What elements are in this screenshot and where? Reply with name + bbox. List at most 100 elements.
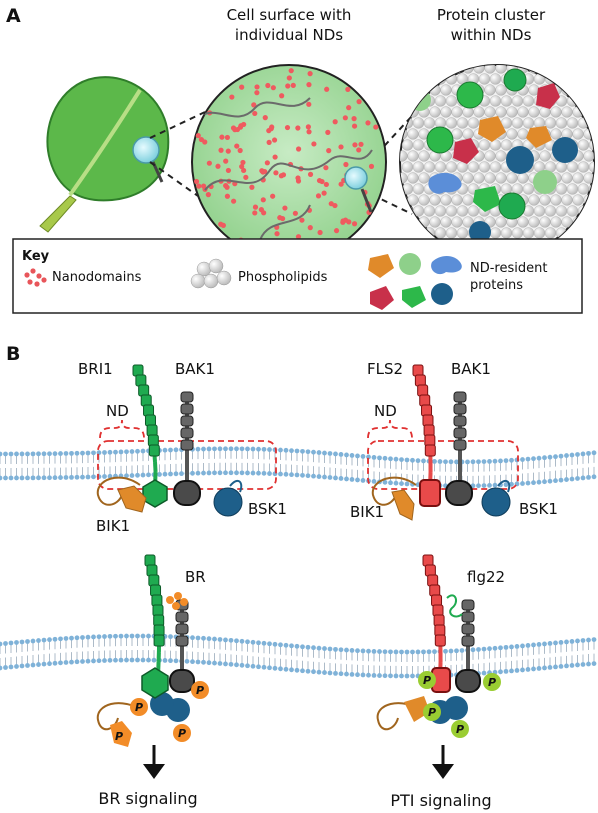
phospholipid-ball [478, 139, 491, 151]
nanodomain-dot [260, 169, 266, 175]
lipid-head [432, 459, 437, 464]
lrr-segment [152, 604, 164, 617]
lrr-segment [143, 404, 155, 417]
lipid-head [371, 454, 377, 460]
phospholipid-ball [440, 216, 452, 228]
lrr-segment [146, 424, 158, 437]
lipid-head [85, 658, 91, 664]
lipid-head [338, 476, 344, 481]
phospholipid-ball [583, 106, 594, 118]
lipid-head [58, 636, 63, 642]
lipid-head [333, 646, 338, 652]
nanodomain-dot [351, 116, 357, 122]
lipid-head [542, 455, 547, 461]
nanodomain-dot [340, 218, 346, 224]
lipid-head [316, 474, 322, 479]
nanodomain-dot [299, 217, 305, 223]
lipid-head [63, 660, 69, 665]
nd-label-right: ND [374, 402, 397, 420]
phospholipid-ball [566, 73, 579, 85]
lipid-head [201, 446, 206, 452]
phospholipid-ball [434, 227, 447, 239]
lipid-head [245, 446, 250, 452]
lipid-head [591, 661, 597, 667]
phospholipid-ball [401, 161, 414, 173]
phospholipid-ball [561, 172, 573, 184]
lipid-head [58, 475, 63, 480]
phospholipid-ball [555, 161, 568, 173]
phospholipid-ball [588, 95, 594, 107]
phospho-p-7: P [428, 706, 436, 719]
lipid-head [113, 449, 118, 455]
phospho-sites-br: P P P P [110, 681, 209, 747]
fls2-label: FLS2 [367, 360, 403, 378]
nanodomain-key-icon [24, 268, 47, 287]
lipid-head [8, 475, 14, 481]
phospholipid-ball [434, 95, 447, 107]
nanodomain-dot [266, 139, 272, 145]
lipid-head [25, 451, 30, 457]
phospholipid-ball [550, 106, 562, 118]
lrr-segment [422, 414, 434, 427]
lipid-head [206, 470, 212, 476]
lipid-head [305, 473, 311, 479]
lipid-head [476, 459, 481, 465]
lipid-head [531, 480, 536, 486]
lipid-head [525, 456, 531, 462]
lipid-head [47, 661, 52, 667]
lipid-head [542, 641, 547, 647]
lipid-head [212, 660, 217, 666]
phospholipid-ball [555, 227, 568, 239]
nanodomain-dot [249, 184, 255, 190]
lipid-head [69, 635, 74, 641]
nanodomain-dot [270, 193, 276, 199]
lipid-head [311, 645, 316, 651]
phospholipid-ball [533, 73, 546, 85]
lipid-head [239, 446, 245, 452]
lipid-head [586, 637, 591, 643]
lipid-head [492, 458, 498, 464]
lipid-head [410, 457, 415, 463]
nanodomain-dot [220, 222, 226, 228]
lipid-head [124, 473, 129, 479]
lipid-head [278, 471, 283, 477]
lipid-head [190, 470, 195, 476]
phospholipid-ball [473, 106, 485, 118]
phospholipid-ball [418, 172, 430, 184]
nanodomain-dot [342, 115, 348, 121]
nanodomain-dot [277, 215, 283, 221]
leaf-illustration [39, 76, 170, 233]
lrr-segment [424, 444, 436, 457]
lipid-head [234, 638, 239, 644]
nanodomain-dot [264, 160, 270, 166]
nanodomain-dot [252, 204, 259, 210]
lipid-head [234, 662, 239, 668]
lipid-head [558, 664, 564, 669]
lipid-head [74, 659, 80, 665]
nanodomain-dot [326, 148, 332, 154]
nanodomain-dot [269, 124, 275, 130]
bri1-kinase-domain [142, 479, 168, 508]
lrr-segment [135, 374, 147, 387]
lipid-head [261, 470, 267, 476]
bak1-segment [453, 415, 467, 427]
nanodomain-dot [332, 119, 338, 125]
nanodomain-dot [295, 175, 301, 181]
lrr-segment [412, 364, 424, 377]
lipid-head [558, 640, 564, 645]
lipid-head [553, 664, 558, 670]
phospholipid-ball [462, 216, 474, 228]
phospholipid-ball [522, 183, 535, 195]
nanodomain-dot [338, 144, 344, 150]
lipid-head [564, 639, 569, 645]
flg22-ligand-label: flg22 [467, 568, 505, 586]
phospho-p-1: P [135, 701, 143, 714]
bak1-segment [180, 403, 194, 415]
protein-key-icons [368, 253, 462, 310]
lipid-head [344, 671, 349, 677]
lipid-head [481, 670, 487, 676]
lipid-head [91, 634, 96, 640]
lipid-head [3, 641, 8, 646]
lipid-head [553, 640, 558, 646]
bik1-label-left: BIK1 [96, 517, 130, 535]
